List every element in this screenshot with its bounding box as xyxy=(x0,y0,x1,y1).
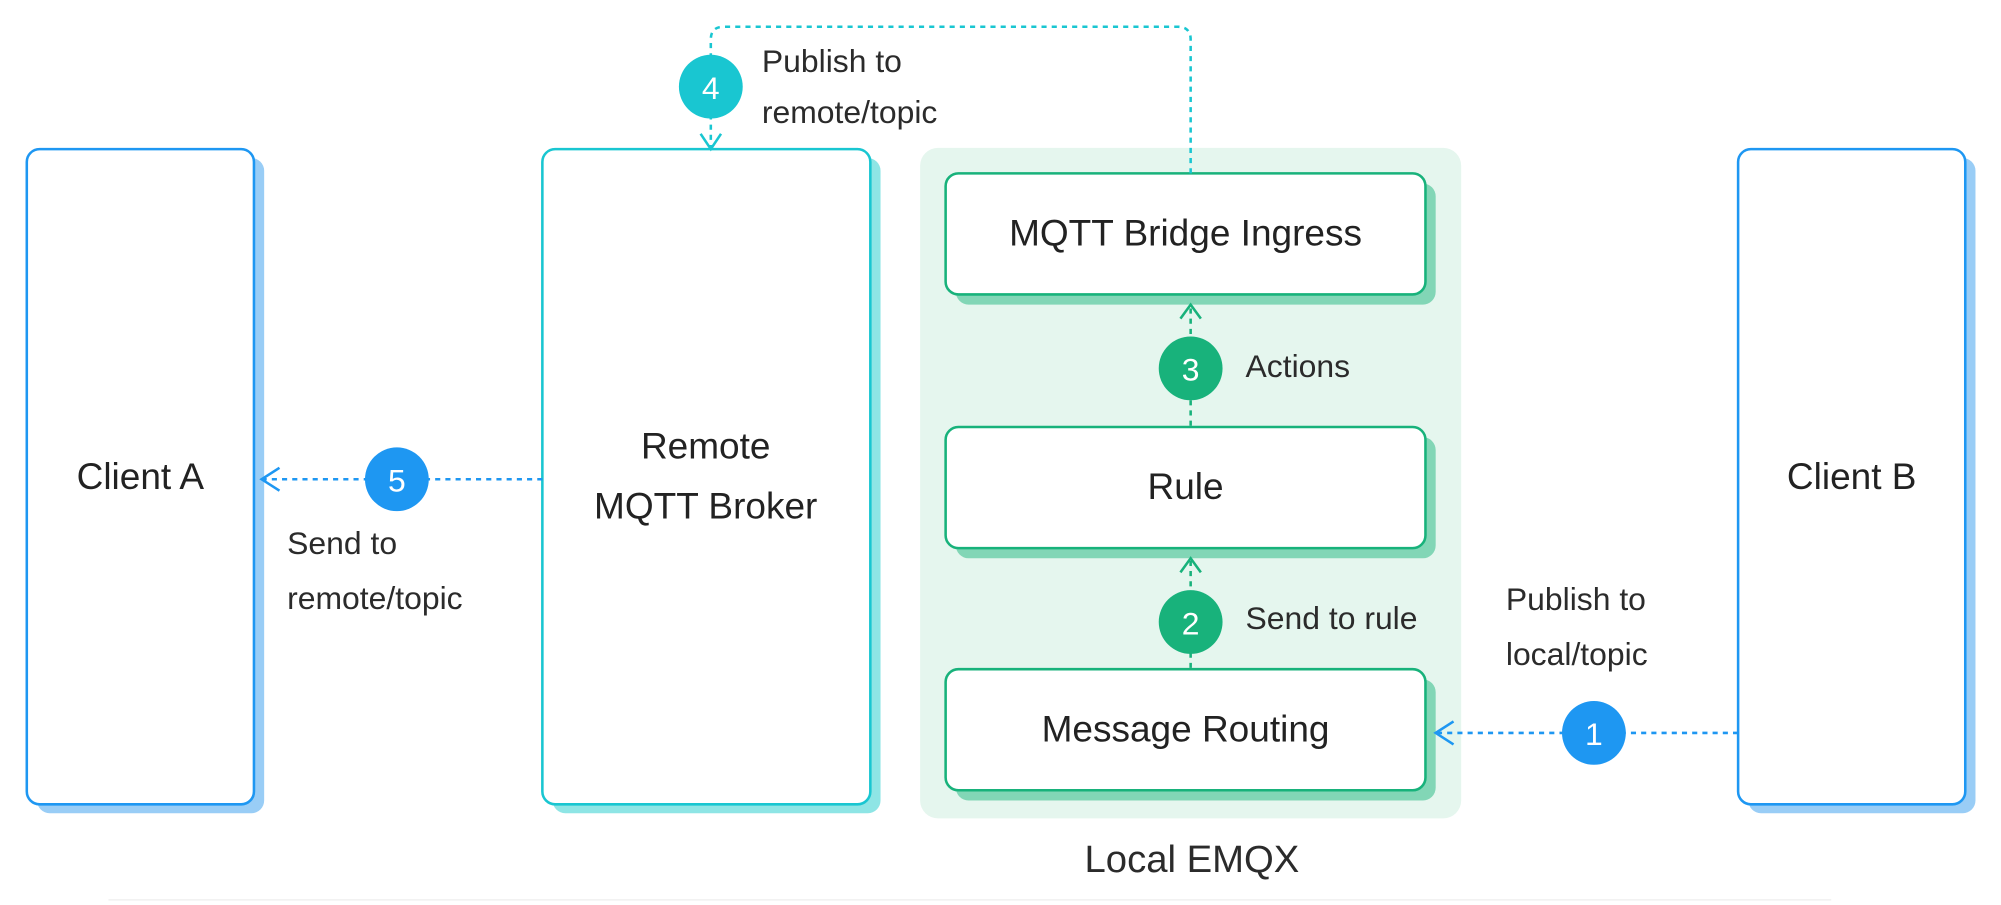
mqtt-bridge-ingress-box[interactable]: MQTT Bridge Ingress xyxy=(944,172,1436,305)
client-b-card xyxy=(1736,147,1967,806)
step-3-arrowhead xyxy=(1179,302,1202,320)
local-emqx-label: Local EMQX xyxy=(1084,838,1299,881)
rule-box[interactable]: Rule xyxy=(944,425,1436,559)
step-1-arrowhead xyxy=(1433,720,1455,746)
step-4-arrowhead xyxy=(699,133,723,152)
step-5-flow: 5 Send to remote/topic xyxy=(259,447,543,616)
step-5-arrowhead xyxy=(259,466,281,492)
step-4-label-line1: Publish to xyxy=(762,43,902,79)
step-5-badge xyxy=(364,447,429,512)
step-2-number: 2 xyxy=(1182,605,1200,641)
rule-card xyxy=(944,425,1427,550)
step-3-flow: 3 Actions xyxy=(1158,302,1351,426)
step-5-number: 5 xyxy=(388,463,406,499)
step-3-badge xyxy=(1158,336,1223,401)
step-1-number: 1 xyxy=(1585,716,1603,752)
step-4-number: 4 xyxy=(702,70,720,106)
client-a-box[interactable]: Client A xyxy=(25,147,265,814)
step-1-flow: 1 Publish to local/topic xyxy=(1433,581,1739,765)
step-4-connector xyxy=(709,25,1192,174)
remote-broker-label-line2: MQTT Broker xyxy=(594,485,817,526)
message-routing-box[interactable]: Message Routing xyxy=(944,667,1436,801)
client-b-label: Client B xyxy=(1787,456,1917,497)
step-2-flow: 2 Send to rule xyxy=(1158,556,1418,668)
rule-label: Rule xyxy=(1147,466,1223,507)
message-routing-card xyxy=(944,667,1427,792)
step-4-flow: 4 Publish to remote/topic xyxy=(678,25,1192,174)
step-1-badge xyxy=(1562,701,1626,765)
bridge-ingress-label: MQTT Bridge Ingress xyxy=(1009,213,1362,254)
step-4-label-line2: remote/topic xyxy=(762,94,938,130)
step-2-label: Send to rule xyxy=(1246,600,1418,636)
remote-mqtt-broker-box[interactable]: Remote MQTT Broker xyxy=(541,147,881,814)
remote-broker-card xyxy=(541,147,872,806)
step-5-label-line2: remote/topic xyxy=(287,580,463,616)
step-1-label-line1: Publish to xyxy=(1506,581,1646,617)
step-4-badge xyxy=(678,54,743,119)
client-b-box[interactable]: Client B xyxy=(1736,147,1976,814)
message-routing-label: Message Routing xyxy=(1042,708,1330,749)
step-2-arrowhead xyxy=(1179,556,1202,574)
remote-broker-label-line1: Remote xyxy=(641,425,771,466)
client-a-card xyxy=(25,147,256,806)
bridge-ingress-card xyxy=(944,172,1427,296)
step-3-label: Actions xyxy=(1246,348,1351,384)
step-5-label-line1: Send to xyxy=(287,525,397,561)
client-a-label: Client A xyxy=(77,456,205,497)
step-3-number: 3 xyxy=(1182,352,1200,388)
step-2-badge xyxy=(1158,590,1223,654)
step-1-label-line2: local/topic xyxy=(1506,636,1648,672)
